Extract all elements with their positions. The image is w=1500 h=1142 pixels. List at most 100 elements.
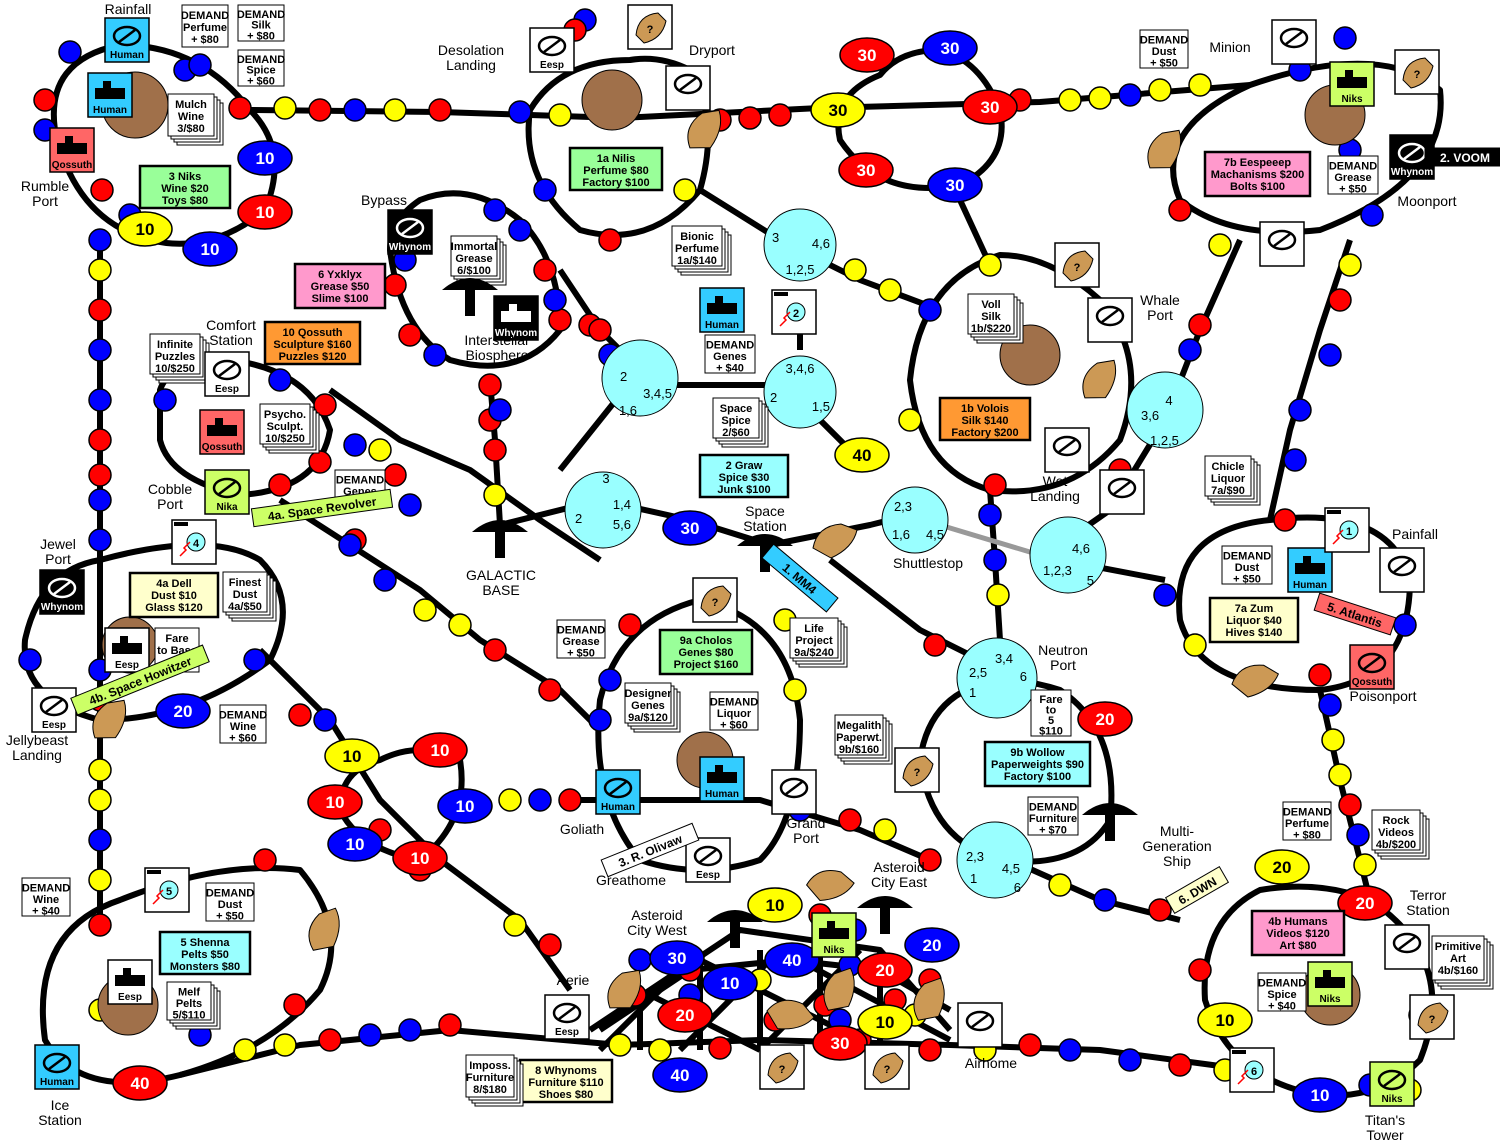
track-space[interactable] <box>233 1038 257 1062</box>
track-space[interactable] <box>88 828 112 852</box>
fare-token[interactable]: 10 <box>747 887 803 923</box>
track-space[interactable] <box>1168 1053 1192 1077</box>
eesp-port-icon[interactable] <box>1271 19 1317 65</box>
fare-token[interactable]: 10 <box>702 965 758 1001</box>
eesp-port-icon[interactable] <box>1259 221 1305 267</box>
track-space[interactable] <box>273 1033 297 1057</box>
track-space[interactable] <box>1183 633 1207 657</box>
track-space[interactable] <box>1188 73 1212 97</box>
track-space[interactable] <box>783 678 807 702</box>
track-space[interactable] <box>498 788 522 812</box>
eesp-port-icon[interactable]: Eesp <box>544 994 590 1040</box>
fare-token[interactable]: 10 <box>412 732 468 768</box>
goods-box[interactable]: Psycho.Sculpt.10/$250 <box>259 403 320 454</box>
track-space[interactable] <box>1058 88 1082 112</box>
track-space[interactable] <box>533 178 557 202</box>
track-space[interactable] <box>1318 693 1342 717</box>
track-space[interactable] <box>253 848 277 872</box>
eesp-port-icon[interactable]: Eesp <box>204 351 250 397</box>
eesp-port-icon[interactable] <box>1087 297 1133 343</box>
fare-token[interactable]: 10 <box>307 784 363 820</box>
junction-hub[interactable]: 23,4,51,6 <box>601 339 679 418</box>
track-space[interactable] <box>1283 448 1307 472</box>
qossuth-port-icon[interactable]: Qossuth <box>49 127 95 173</box>
track-space[interactable] <box>918 848 942 872</box>
track-space[interactable] <box>88 298 112 322</box>
track-space[interactable] <box>548 103 572 127</box>
ship-token[interactable]: 6. DWN <box>1164 866 1230 914</box>
track-space[interactable] <box>983 548 1007 572</box>
track-space[interactable] <box>88 913 112 937</box>
nik-port-icon[interactable]: Niks <box>1369 1061 1415 1107</box>
asteroid[interactable] <box>812 523 858 559</box>
track-space[interactable] <box>373 568 397 592</box>
track-space[interactable] <box>88 428 112 452</box>
track-space[interactable] <box>243 648 267 672</box>
asteroid[interactable] <box>678 105 733 156</box>
track-space[interactable] <box>308 98 332 122</box>
track-space[interactable] <box>1318 343 1342 367</box>
human-port-icon[interactable]: Human <box>699 756 745 802</box>
track-space[interactable] <box>738 106 762 130</box>
fare-token[interactable]: 20 <box>1254 849 1310 885</box>
track-space[interactable] <box>1118 1048 1142 1072</box>
unknown-tile[interactable]: ? <box>1409 994 1455 1040</box>
event-card[interactable]: 6 <box>1229 1047 1275 1093</box>
unknown-tile[interactable]: ? <box>627 4 673 50</box>
asteroid[interactable] <box>903 974 959 1028</box>
track-space[interactable] <box>1288 398 1312 422</box>
track-space[interactable] <box>398 1018 422 1042</box>
track-space[interactable] <box>628 948 652 972</box>
track-space[interactable] <box>1093 888 1117 912</box>
eesp-port-icon[interactable] <box>771 769 817 815</box>
track-space[interactable] <box>318 1028 342 1052</box>
track-space[interactable] <box>338 533 362 557</box>
asteroid[interactable] <box>298 904 354 958</box>
track-space[interactable] <box>1353 853 1377 877</box>
track-space[interactable] <box>538 678 562 702</box>
track-space[interactable] <box>268 368 292 392</box>
track-space[interactable] <box>1088 86 1112 110</box>
track-space[interactable] <box>1321 728 1345 752</box>
track-space[interactable] <box>1308 663 1332 687</box>
event-card[interactable]: 5 <box>144 867 190 913</box>
track-space[interactable] <box>588 708 612 732</box>
track-space[interactable] <box>983 473 1007 497</box>
track-space[interactable] <box>648 1038 672 1062</box>
track-space[interactable] <box>153 388 177 412</box>
track-space[interactable] <box>413 598 437 622</box>
track-space[interactable] <box>88 228 112 252</box>
track-space[interactable] <box>598 668 622 692</box>
unknown-tile[interactable]: ? <box>692 577 738 623</box>
eesp-port-icon[interactable]: Eesp <box>685 837 731 883</box>
unknown-tile[interactable]: ? <box>1054 242 1100 288</box>
fare-token[interactable]: 10 <box>1292 1077 1348 1113</box>
human-port-icon[interactable]: Human <box>699 287 745 333</box>
human-port-icon[interactable]: Human <box>1287 547 1333 593</box>
track-space[interactable] <box>18 648 42 672</box>
track-space[interactable] <box>1360 203 1384 227</box>
track-space[interactable] <box>483 438 507 462</box>
track-space[interactable] <box>1148 78 1172 102</box>
eesp-port-icon[interactable]: Eesp <box>104 627 150 673</box>
